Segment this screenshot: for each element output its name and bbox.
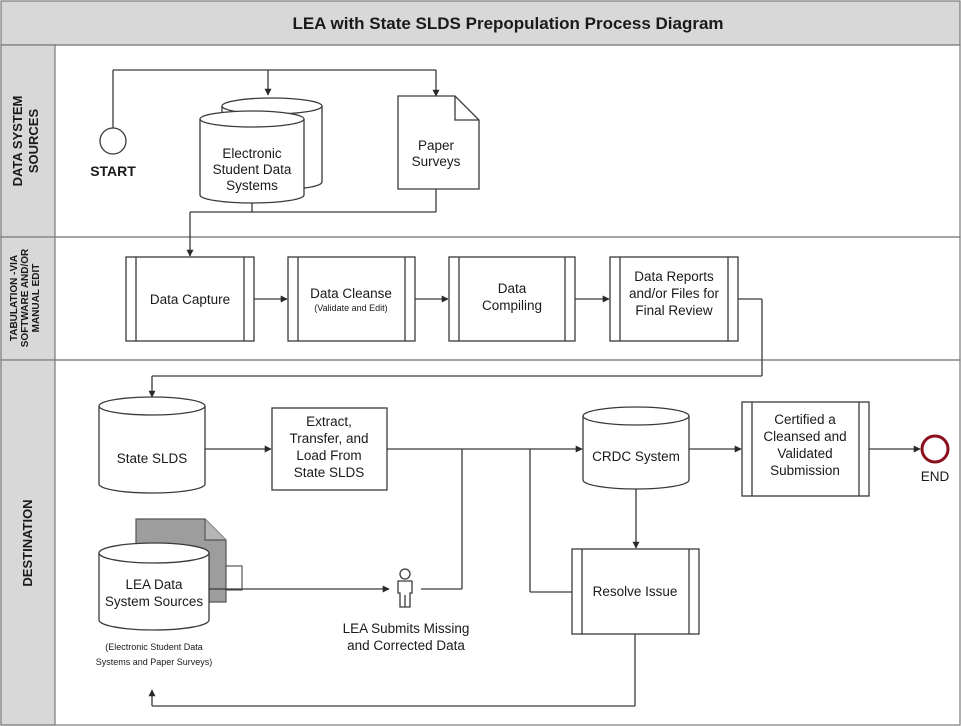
data-cleanse-box: Data Cleanse (Validate and Edit) xyxy=(287,256,416,342)
svg-text:Data Capture: Data Capture xyxy=(150,292,230,307)
diagram-title: LEA with State SLDS Prepopulation Proces… xyxy=(292,14,723,33)
lane-label-tabulation: TABULATION -VIA SOFTWARE AND/OR MANUAL E… xyxy=(9,248,42,347)
svg-text:SOFTWARE AND/OR: SOFTWARE AND/OR xyxy=(20,248,31,347)
lea-submits-label-2: and Corrected Data xyxy=(347,638,465,653)
svg-text:State SLDS: State SLDS xyxy=(294,465,365,480)
svg-text:Student Data: Student Data xyxy=(213,162,292,177)
crdc-system-cylinder: CRDC System xyxy=(582,406,690,490)
end-node xyxy=(920,434,950,464)
start-node xyxy=(99,127,127,155)
svg-text:Extract,: Extract, xyxy=(306,414,352,429)
svg-text:Electronic: Electronic xyxy=(222,146,282,161)
svg-text:Data: Data xyxy=(498,281,527,296)
lane-label-destination: DESTINATION xyxy=(20,499,35,586)
paper-surveys: Paper Surveys xyxy=(397,95,480,190)
start-label: START xyxy=(90,163,136,179)
svg-text:Resolve Issue: Resolve Issue xyxy=(593,584,678,599)
svg-text:and/or Files for: and/or Files for xyxy=(629,286,720,301)
lea-data-system-sources: LEA Data System Sources xyxy=(98,518,243,631)
svg-text:Transfer, and: Transfer, and xyxy=(289,431,368,446)
lea-submits-label: LEA Submits Missing xyxy=(343,621,470,636)
person-icon xyxy=(397,568,413,608)
certified-submission-box: Certified a Cleansed and Validated Submi… xyxy=(741,401,870,497)
svg-text:LEA Data: LEA Data xyxy=(125,577,183,592)
data-capture-box: Data Capture xyxy=(125,256,255,342)
data-compiling-box: Data Compiling xyxy=(448,256,576,342)
data-reports-box: Data Reports and/or Files for Final Revi… xyxy=(609,256,739,342)
resolve-issue-box: Resolve Issue xyxy=(571,548,700,635)
lane-label-sources: DATA SYSTEM SOURCES xyxy=(10,96,41,187)
end-label: END xyxy=(921,469,950,484)
svg-text:SOURCES: SOURCES xyxy=(26,109,41,174)
electronic-student-data-systems: Electronic Student Data Systems xyxy=(199,97,323,204)
svg-text:Validated: Validated xyxy=(777,446,832,461)
svg-text:MANUAL EDIT: MANUAL EDIT xyxy=(31,264,42,333)
svg-text:Load From: Load From xyxy=(296,448,361,463)
svg-text:CRDC System: CRDC System xyxy=(592,449,680,464)
svg-text:(Validate and Edit): (Validate and Edit) xyxy=(314,303,387,313)
lea-sources-note-2: Systems and Paper Surveys) xyxy=(96,657,213,667)
svg-text:Surveys: Surveys xyxy=(412,154,461,169)
etl-box: Extract, Transfer, and Load From State S… xyxy=(271,407,388,491)
svg-text:Data Reports: Data Reports xyxy=(634,269,714,284)
svg-text:TABULATION -VIA: TABULATION -VIA xyxy=(9,255,20,341)
svg-text:DATA SYSTEM: DATA SYSTEM xyxy=(10,96,25,187)
svg-text:Certified a: Certified a xyxy=(774,412,836,427)
svg-text:Submission: Submission xyxy=(770,463,840,478)
svg-text:Cleansed and: Cleansed and xyxy=(763,429,846,444)
svg-text:Data Cleanse: Data Cleanse xyxy=(310,286,392,301)
svg-text:DESTINATION: DESTINATION xyxy=(20,499,35,586)
lea-sources-note: (Electronic Student Data xyxy=(105,642,203,652)
svg-text:Paper: Paper xyxy=(418,138,455,153)
svg-text:System Sources: System Sources xyxy=(105,594,204,609)
svg-text:Compiling: Compiling xyxy=(482,298,542,313)
svg-text:Systems: Systems xyxy=(226,178,278,193)
state-slds-cylinder: State SLDS xyxy=(98,396,206,494)
svg-text:State SLDS: State SLDS xyxy=(117,451,188,466)
svg-text:Final Review: Final Review xyxy=(635,303,713,318)
